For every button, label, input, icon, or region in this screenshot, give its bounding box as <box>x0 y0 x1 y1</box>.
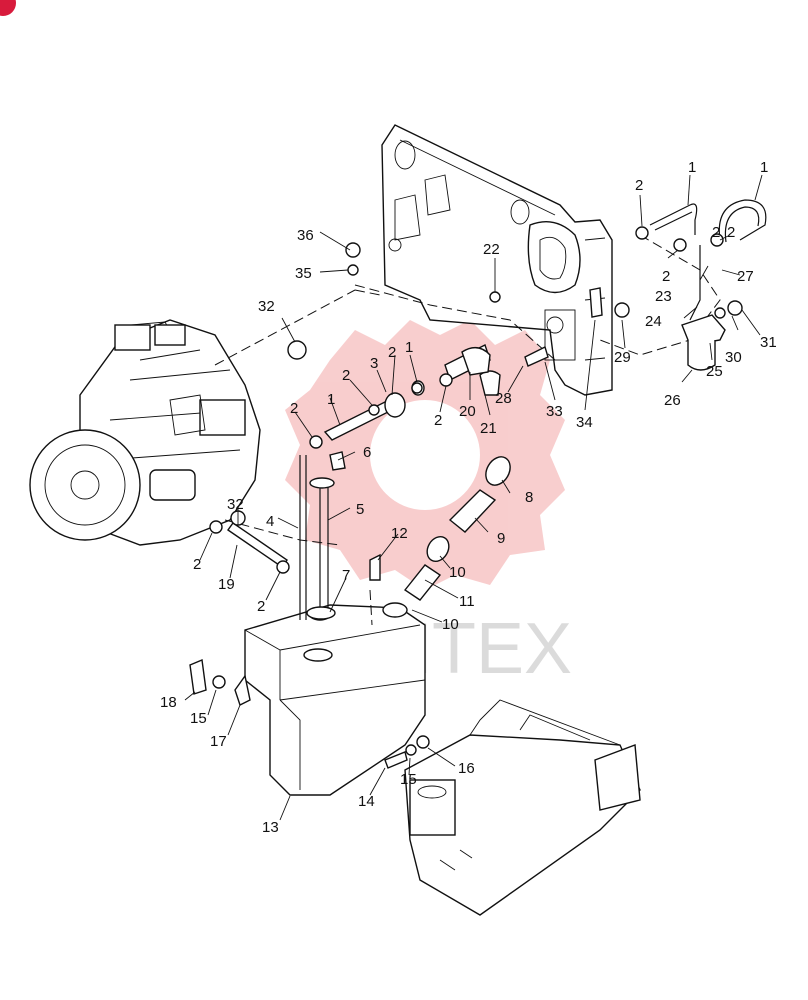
callout-19: 19 <box>218 576 235 593</box>
callout-2: 2 <box>388 344 396 361</box>
callout-24: 24 <box>645 313 662 330</box>
callout-32: 32 <box>227 496 244 513</box>
callout-35: 35 <box>295 265 312 282</box>
callout-labels: 1 1 1 1 2 2 2 2 2 2 2 2 2 2 3 4 5 6 7 8 … <box>160 159 777 836</box>
gear-watermark-icon <box>285 320 565 590</box>
callout-7: 7 <box>342 567 350 584</box>
callout-9: 9 <box>497 530 505 547</box>
callout-34: 34 <box>576 414 593 431</box>
fuel-filter <box>614 300 743 371</box>
callout-10: 10 <box>449 564 466 581</box>
rear-frame <box>381 124 613 396</box>
chassis <box>404 699 641 916</box>
callout-29: 29 <box>614 349 631 366</box>
callout-2: 2 <box>342 367 350 384</box>
callout-2: 2 <box>193 556 201 573</box>
callout-10: 10 <box>442 616 459 633</box>
callout-2: 2 <box>662 268 670 285</box>
callout-3: 3 <box>370 355 378 372</box>
callout-30: 30 <box>725 349 742 366</box>
callout-2: 2 <box>434 412 442 429</box>
callout-18: 18 <box>160 694 177 711</box>
engine <box>29 319 261 546</box>
corner-badge <box>0 0 16 16</box>
callout-25: 25 <box>706 363 723 380</box>
callout-2: 2 <box>712 224 720 241</box>
callout-11: 11 <box>459 593 475 610</box>
callout-5: 5 <box>356 501 364 518</box>
callout-17: 17 <box>210 733 227 750</box>
callout-23: 23 <box>655 288 672 305</box>
callout-15: 15 <box>190 710 207 727</box>
callout-27: 27 <box>737 268 754 285</box>
callout-33: 33 <box>546 403 563 420</box>
strainer-assembly <box>369 456 511 618</box>
callout-2: 2 <box>635 177 643 194</box>
callout-16: 16 <box>458 760 475 777</box>
callout-12: 12 <box>391 525 408 542</box>
callout-6: 6 <box>363 444 371 461</box>
callout-14: 14 <box>358 793 375 810</box>
callout-1: 1 <box>327 391 335 408</box>
callout-26: 26 <box>664 392 681 409</box>
callout-8: 8 <box>525 489 533 506</box>
callout-4: 4 <box>266 513 274 530</box>
callout-1: 1 <box>405 339 413 356</box>
callout-22: 22 <box>483 241 500 258</box>
callout-2: 2 <box>257 598 265 615</box>
callout-2: 2 <box>727 224 735 241</box>
callout-13: 13 <box>262 819 279 836</box>
leader-lines <box>184 174 763 821</box>
callout-28: 28 <box>495 390 512 407</box>
callout-2: 2 <box>290 400 298 417</box>
callout-36: 36 <box>297 227 314 244</box>
callout-31: 31 <box>760 334 777 351</box>
fuel-tank <box>244 604 426 796</box>
fasteners <box>189 226 724 769</box>
callout-21: 21 <box>480 420 497 437</box>
callout-1: 1 <box>688 159 696 176</box>
callout-20: 20 <box>459 403 476 420</box>
callout-15: 15 <box>400 771 417 788</box>
callout-32: 32 <box>258 298 275 315</box>
callout-1: 1 <box>760 159 768 176</box>
